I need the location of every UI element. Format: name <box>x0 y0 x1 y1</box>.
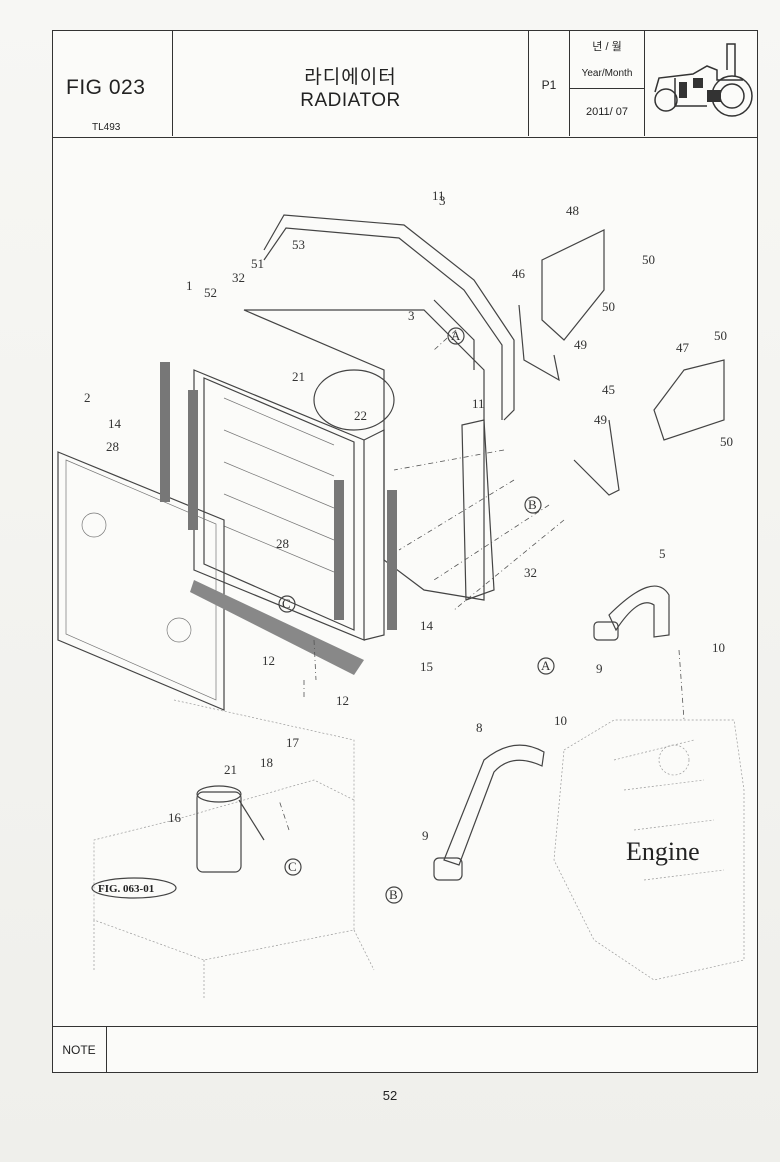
page-code: P1 <box>541 78 557 92</box>
front-screen <box>57 451 225 711</box>
title-korean: 라디에이터 <box>304 67 397 88</box>
fan-shroud <box>243 299 485 601</box>
callout: 12 <box>262 653 275 668</box>
date-cell: 년 / 월 Year/Month 2011/ 07 <box>570 30 645 136</box>
callout: 21 <box>224 762 237 777</box>
callout: 22 <box>354 408 367 423</box>
connection-markers: A A B B C C <box>278 327 555 904</box>
callout: 9 <box>422 828 429 843</box>
callout: 12 <box>336 693 349 708</box>
model-code: TL493 <box>92 122 121 133</box>
tractor-logo-icon <box>654 43 753 117</box>
callout: 53 <box>292 237 305 252</box>
marker: A <box>541 658 551 673</box>
note-row: NOTE <box>52 1026 758 1073</box>
reserve-tank <box>196 785 265 873</box>
callout: 21 <box>292 369 305 384</box>
callout: 10 <box>712 640 725 655</box>
callout: 10 <box>554 713 567 728</box>
callout: 48 <box>566 203 579 218</box>
page-frame <box>52 30 758 1073</box>
right-brackets <box>518 229 725 496</box>
callout: 1 <box>186 278 193 293</box>
side-panel <box>461 419 495 601</box>
page-number: 52 <box>382 1088 398 1103</box>
callout: 5 <box>659 546 666 561</box>
callout: 51 <box>251 256 264 271</box>
callout: 50 <box>642 252 655 267</box>
marker: A <box>451 328 461 343</box>
marker: B <box>389 887 398 902</box>
callout: 15 <box>420 659 433 674</box>
seal-strips <box>160 362 397 675</box>
callout: 50 <box>720 434 733 449</box>
callout: 52 <box>204 285 217 300</box>
page-cell: P1 <box>529 30 570 136</box>
fig-reference: FIG. 063-01 <box>91 877 177 899</box>
hose-8 <box>433 744 545 881</box>
callout: 3 <box>408 308 415 323</box>
hose-5 <box>593 585 670 641</box>
callout: 28 <box>276 536 289 551</box>
date-label-korean: 년 / 월 <box>592 41 622 53</box>
callout: 32 <box>524 565 537 580</box>
callout: 16 <box>168 810 182 825</box>
engine-block <box>553 719 745 981</box>
note-label: NOTE <box>52 1027 107 1073</box>
fig-cell: FIG 023 TL493 <box>52 30 173 136</box>
leader-lines <box>278 329 685 831</box>
callout: 50 <box>714 328 727 343</box>
callout-labels: 3 1 2 3 5 8 9 9 10 10 11 11 12 12 14 14 … <box>84 188 733 843</box>
date-value: 2011/ 07 <box>585 106 628 118</box>
marker: C <box>282 596 291 611</box>
marker: C <box>288 859 297 874</box>
date-label-english: Year/Month <box>581 68 633 79</box>
upper-hose <box>263 214 515 421</box>
callout: 11 <box>472 396 485 411</box>
callout: 28 <box>106 439 119 454</box>
date-divider <box>570 88 644 89</box>
title-english: RADIATOR <box>300 90 401 111</box>
callout: 46 <box>512 266 526 281</box>
logo-cell <box>645 30 758 136</box>
callout: 45 <box>602 382 615 397</box>
title-block: FIG 023 TL493 라디에이터 RADIATOR P1 년 / 월 Ye… <box>52 30 758 138</box>
engine-label: Engine <box>626 837 700 866</box>
callout: 18 <box>260 755 273 770</box>
callout: 9 <box>596 661 603 676</box>
radiator-exploded-diagram: 3 1 2 3 5 8 9 9 10 10 11 11 12 12 14 14 … <box>57 188 745 1000</box>
callout: 2 <box>84 390 91 405</box>
callout: 49 <box>594 412 607 427</box>
callout: 11 <box>432 188 445 203</box>
svg-text:FIG. 063-01: FIG. 063-01 <box>98 883 154 895</box>
callout: 17 <box>286 735 300 750</box>
callout: 32 <box>232 270 245 285</box>
title-cell: 라디에이터 RADIATOR <box>173 30 529 136</box>
callout: 14 <box>108 416 122 431</box>
callout: 50 <box>602 299 615 314</box>
marker: B <box>528 497 537 512</box>
fig-number: FIG 023 <box>66 76 146 99</box>
callout: 49 <box>574 337 587 352</box>
callout: 47 <box>676 340 690 355</box>
callout: 14 <box>420 618 434 633</box>
callout: 3 <box>439 193 446 208</box>
chassis-ghost-lines <box>93 699 375 1000</box>
callout: 8 <box>476 720 483 735</box>
